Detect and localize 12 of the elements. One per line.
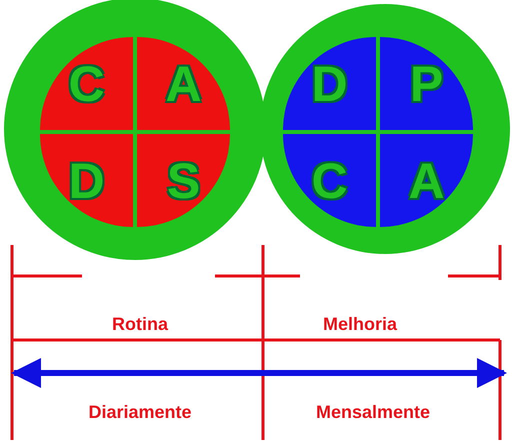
quadrant-letter: C (283, 134, 376, 227)
quadrant-letter: A (137, 37, 230, 130)
quadrant-letter: S (137, 134, 230, 227)
quadrant-letter: A (380, 134, 473, 227)
quadrant-letter: P (380, 37, 473, 130)
period-label: Mensalmente (316, 403, 430, 421)
period-label: Melhoria (323, 315, 397, 333)
quadrant-letter: C (40, 37, 133, 130)
quadrant-letter: D (40, 134, 133, 227)
period-label: Rotina (112, 315, 168, 333)
quadrant-letter: D (283, 37, 376, 130)
period-label: Diariamente (88, 403, 192, 421)
